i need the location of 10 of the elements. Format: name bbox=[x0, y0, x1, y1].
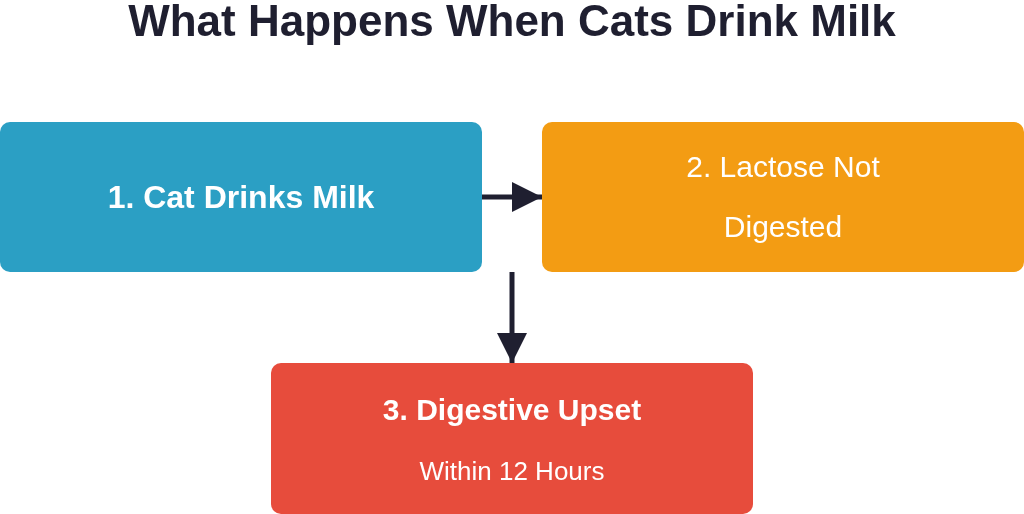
process-box bbox=[542, 122, 1024, 272]
arrow bbox=[482, 182, 542, 212]
process-box bbox=[0, 122, 482, 272]
step-label: 3. Digestive Upset bbox=[382, 391, 642, 428]
diagram-title: What Happens When Cats Drink Milk bbox=[127, 0, 897, 47]
step-label: 2. Lactose Not Digested bbox=[685, 149, 881, 245]
process-box bbox=[271, 363, 753, 514]
step-detail: Within 12 Hours bbox=[419, 454, 605, 488]
arrow bbox=[497, 272, 527, 363]
step-label: 1. Cat Drinks Milk bbox=[107, 178, 375, 217]
